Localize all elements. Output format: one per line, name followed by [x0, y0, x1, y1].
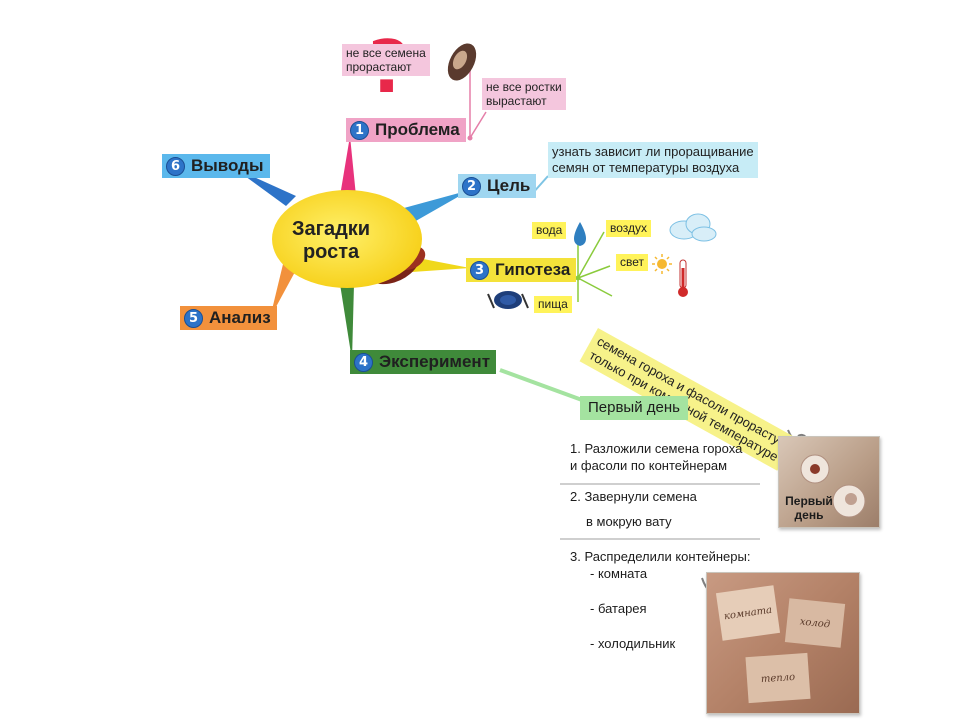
link-hypothesis-tags — [577, 231, 613, 302]
tag-light: свет — [616, 254, 649, 271]
divider-2 — [560, 538, 760, 540]
problem-note-sprouts: не все ростки вырастают — [482, 78, 566, 110]
spoke-analysis — [270, 260, 296, 318]
problem-note-seeds-line1: не все семена — [346, 46, 426, 60]
step-1-line2: и фасоли по контейнерам — [570, 458, 728, 473]
branch-problem: 1 Проблема — [346, 118, 466, 142]
step-1: 1. Разложили семена гороха и фасоли по к… — [570, 440, 742, 474]
goal-note: узнать зависит ли проращивание семян от … — [548, 142, 758, 178]
branch-problem-label: Проблема — [375, 120, 460, 139]
branch-experiment-label: Эксперимент — [379, 352, 491, 371]
divider-1 — [560, 483, 760, 485]
problem-note-sprouts-line1: не все ростки — [486, 80, 562, 94]
link-problem-notes — [469, 68, 487, 139]
number-badge-5: 5 — [184, 308, 203, 328]
number-badge-6: 6 — [166, 156, 185, 176]
tag-food: пища — [534, 296, 572, 313]
number-badge-2: 2 — [462, 176, 481, 196]
problem-note-seeds-line2: прорастают — [346, 60, 412, 74]
photo-caption-line1: Первый — [785, 494, 833, 508]
tag-water: вода — [532, 222, 567, 239]
branch-hypothesis: 3 Гипотеза — [466, 258, 577, 282]
central-title-line1: Загадки — [292, 218, 371, 240]
first-day-label: Первый день — [580, 396, 688, 420]
number-badge-4: 4 — [354, 352, 373, 372]
sun-icon — [652, 254, 672, 274]
branch-analysis-label: Анализ — [209, 308, 271, 327]
container-label-cold: холод — [784, 598, 846, 648]
branch-conclusions-label: Выводы — [191, 156, 264, 175]
bean-icon-problem — [447, 43, 477, 81]
central-node — [272, 190, 422, 288]
step-2-line2: в мокрую вату — [586, 514, 672, 529]
step-1-line1: 1. Разложили семена гороха — [570, 441, 743, 456]
spoke-hypothesis — [412, 258, 470, 272]
node-dot-hypothesis — [575, 275, 581, 281]
step-3-title: 3. Распределили контейнеры: — [570, 549, 751, 564]
central-title-line2: роста — [302, 241, 360, 263]
spoke-problem — [340, 136, 356, 196]
thermometer-icon — [678, 259, 688, 297]
branch-goal-label: Цель — [487, 176, 531, 195]
plate-icon — [487, 291, 529, 309]
step-3-item-radiator: - батарея — [590, 601, 647, 616]
step-2: 2. Завернули семена в мокрую вату — [570, 488, 697, 530]
branch-hypothesis-label: Гипотеза — [495, 260, 571, 279]
number-badge-3: 3 — [470, 260, 489, 280]
container-label-warm: тепло — [745, 652, 811, 704]
step-3-item-room: - комната — [590, 566, 648, 581]
goal-note-line1: узнать зависит ли проращивание — [552, 144, 754, 159]
central-title: Загадки роста — [292, 218, 370, 264]
tag-air: воздух — [606, 220, 652, 237]
step-3: 3. Распределили контейнеры: - комната - … — [570, 548, 750, 652]
number-badge-1: 1 — [350, 120, 369, 140]
problem-note-sprouts-line2: вырастают — [486, 94, 547, 108]
spoke-experiment — [340, 284, 354, 360]
node-dot-problem — [467, 135, 473, 141]
branch-experiment: 4 Эксперимент — [350, 350, 497, 374]
photo-caption-line2: день — [794, 508, 824, 522]
container-label-room: комната — [715, 585, 781, 641]
photo-first-day-caption: Первый день — [780, 494, 838, 522]
link-experiment-day — [499, 368, 583, 402]
photo-containers: комната холод тепло — [706, 572, 860, 714]
photo-first-day — [778, 436, 880, 528]
photo-first-day-content — [800, 454, 866, 518]
goal-note-line2: семян от температуры воздуха — [552, 160, 740, 175]
problem-note-seeds: не все семена прорастают — [342, 44, 430, 76]
branch-conclusions: 6 Выводы — [162, 154, 270, 178]
spoke-goal — [404, 190, 470, 222]
branch-analysis: 5 Анализ — [180, 306, 277, 330]
branch-goal: 2 Цель — [458, 174, 537, 198]
step-3-item-fridge: - холодильник — [590, 636, 676, 651]
step-2-line1: 2. Завернули семена — [570, 489, 697, 504]
cloud-icon — [669, 213, 717, 242]
water-drop-icon — [574, 222, 586, 246]
